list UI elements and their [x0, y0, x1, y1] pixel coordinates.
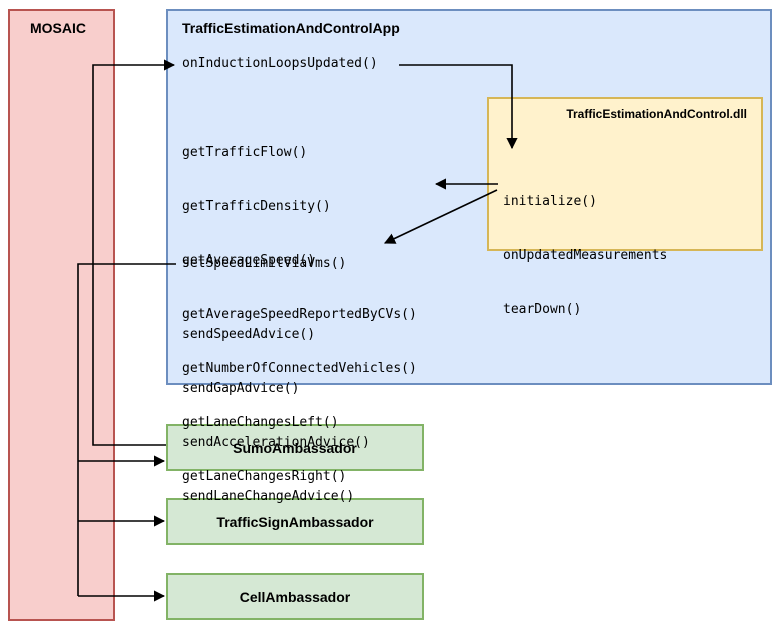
mosaic-container: MOSAIC [8, 9, 115, 621]
getter-method: getNumberOfConnectedVehicles() [182, 361, 417, 376]
sumo-ambassador-box: SumoAmbassador [166, 424, 424, 471]
getter-method: getAverageSpeed() [182, 253, 316, 268]
getter-method: getLaneChangesRight() [182, 469, 347, 484]
cell-ambassador-box: CellAmbassador [166, 573, 424, 620]
app-title: TrafficEstimationAndControlApp [182, 20, 400, 36]
vms-bus-line [77, 263, 176, 596]
advice-method: sendSpeedAdvice() [182, 327, 316, 342]
traffic-sign-ambassador-label: TrafficSignAmbassador [216, 513, 374, 530]
advice-method: sendAccelerationAdvice() [182, 435, 370, 450]
dll-title: TrafficEstimationAndControl.dll [566, 107, 747, 121]
measurements-to-vms-arrow [383, 189, 498, 244]
cell-ambassador-label: CellAmbassador [239, 588, 351, 605]
traffic-sign-ambassador-box: TrafficSignAmbassador [166, 498, 424, 545]
advice-methods-list: sendSpeedAdvice() sendGapAdvice() sendAc… [182, 290, 370, 524]
getter-method: getLaneChangesLeft() [182, 415, 339, 430]
callback-method: onInductionLoopsUpdated() [182, 56, 378, 71]
callback-to-initialize-arrow [399, 64, 518, 150]
getter-method: getTrafficFlow() [182, 145, 308, 160]
advice-method: sendLaneChangeAdvice() [182, 489, 355, 504]
dll-methods-list: initialize() onUpdatedMeasurements tearD… [503, 157, 667, 337]
getter-method: getAverageSpeedReportedByCVs() [182, 307, 417, 322]
getter-methods-list: getTrafficFlow() getTrafficDensity() get… [182, 108, 417, 504]
advice-method: sendGapAdvice() [182, 381, 300, 396]
dll-container: TrafficEstimationAndControl.dll [487, 97, 763, 251]
mosaic-title: MOSAIC [30, 20, 86, 36]
vms-method: setSpeedLimitViaVms() [182, 256, 347, 271]
sumo-to-callback-arrow [92, 59, 176, 446]
dll-method: tearDown() [503, 302, 582, 317]
dll-method: initialize() [503, 194, 597, 209]
dll-method: onUpdatedMeasurements [503, 248, 668, 263]
sumo-ambassador-label: SumoAmbassador [233, 439, 357, 456]
getter-method: getTrafficDensity() [182, 199, 331, 214]
